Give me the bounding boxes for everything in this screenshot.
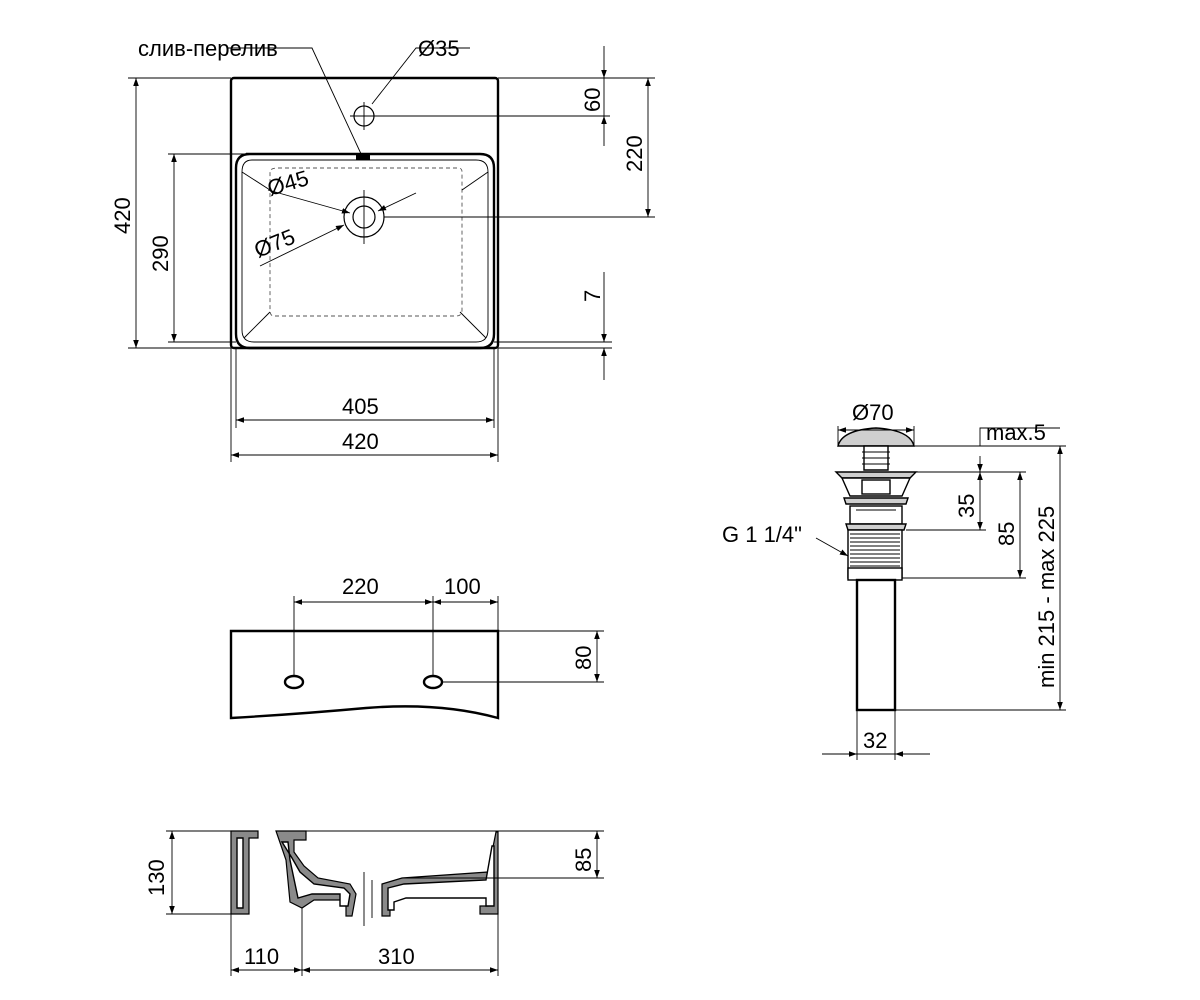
- front-outline: [229, 629, 500, 720]
- bowl-rim: [234, 152, 496, 350]
- dim-back: 110: [244, 944, 279, 969]
- dim-drain-offset: 220: [622, 135, 647, 172]
- dim-front: 310: [378, 944, 415, 969]
- bowl-section: [275, 830, 357, 917]
- bowl-section-right: [381, 831, 499, 917]
- drain-pipe: [855, 578, 897, 712]
- overflow-slot: [356, 154, 370, 160]
- dim-hole-edge: 100: [444, 574, 481, 599]
- body-height: 85: [994, 522, 1019, 546]
- cap-raise: max.5: [986, 420, 1046, 445]
- dim-bowl-depth: 85: [571, 848, 596, 872]
- dim-hole-spacing: 220: [342, 574, 379, 599]
- drain-fitting: Ø70 max.5 35 85 min 215 - max 225 G 1 1/…: [722, 400, 1066, 760]
- dim-total-width: 420: [342, 429, 379, 454]
- tap-hole-diameter: Ø35: [418, 36, 460, 61]
- back-wall: [230, 830, 259, 915]
- overflow-label: слив-перелив: [138, 36, 278, 61]
- dim-total-depth: 130: [144, 859, 169, 896]
- dim-total-height: 420: [110, 197, 135, 234]
- dim-hole-height: 80: [571, 646, 596, 670]
- drain-cap: [837, 427, 915, 447]
- drain-outer-diameter: Ø75: [251, 224, 299, 263]
- flange-height: 35: [954, 494, 979, 518]
- length-range: min 215 - max 225: [1034, 506, 1059, 688]
- mount-hole-right: [422, 674, 444, 690]
- dim-rim: 7: [580, 290, 605, 302]
- drain-flange: [834, 471, 918, 479]
- top-view: слив-перелив Ø35 Ø45 Ø75 60 220 7 420: [110, 36, 655, 462]
- thread-label: G 1 1/4": [722, 522, 802, 547]
- dim-tap-offset: 60: [580, 88, 605, 112]
- sink-outline: [229, 76, 500, 350]
- drain-inner-diameter: Ø45: [264, 165, 311, 200]
- pipe-diameter: 32: [863, 728, 887, 753]
- mount-hole-left: [283, 674, 305, 690]
- bowl-bottom: [269, 167, 463, 317]
- dim-bowl-height: 290: [148, 235, 173, 272]
- cap-diameter: Ø70: [852, 400, 894, 425]
- side-section: 130 85 110 310: [144, 830, 604, 976]
- dim-bowl-width: 405: [342, 394, 379, 419]
- bowl-inner: [241, 159, 489, 343]
- front-view: 220 100 80: [229, 574, 604, 720]
